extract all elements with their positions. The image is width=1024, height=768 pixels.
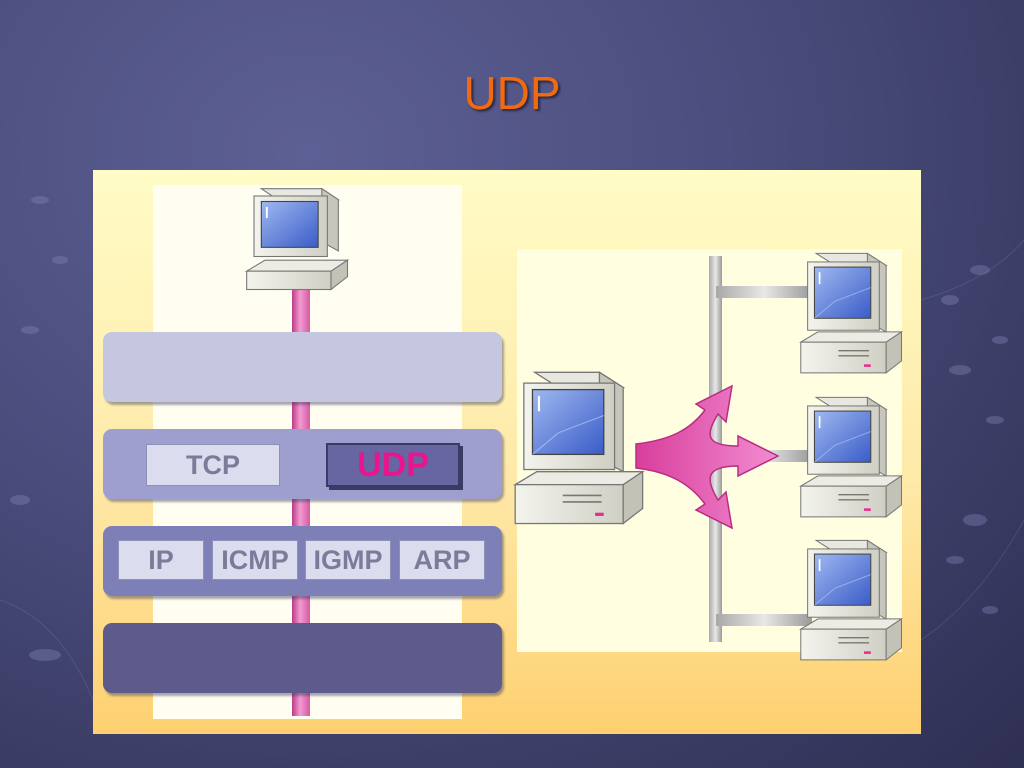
receiver-computer-icon-3 — [799, 539, 903, 661]
protocol-udp: UDP — [326, 443, 460, 487]
protocol-arp: ARP — [399, 540, 485, 580]
protocol-tcp: TCP — [146, 444, 280, 486]
broadcast-arrow-icon — [635, 384, 780, 530]
host-computer-icon — [245, 187, 349, 291]
bus-branch-3 — [716, 614, 812, 626]
receiver-computer-icon-1 — [799, 252, 903, 374]
protocol-igmp: IGMP — [305, 540, 391, 580]
bus-branch-1 — [716, 286, 812, 298]
application-layer — [103, 332, 502, 402]
sender-computer-icon — [514, 371, 644, 525]
slide-title: UDP — [463, 67, 561, 119]
link-layer — [103, 623, 502, 693]
protocol-icmp: ICMP — [212, 540, 298, 580]
receiver-computer-icon-2 — [799, 396, 903, 518]
protocol-ip: IP — [118, 540, 204, 580]
